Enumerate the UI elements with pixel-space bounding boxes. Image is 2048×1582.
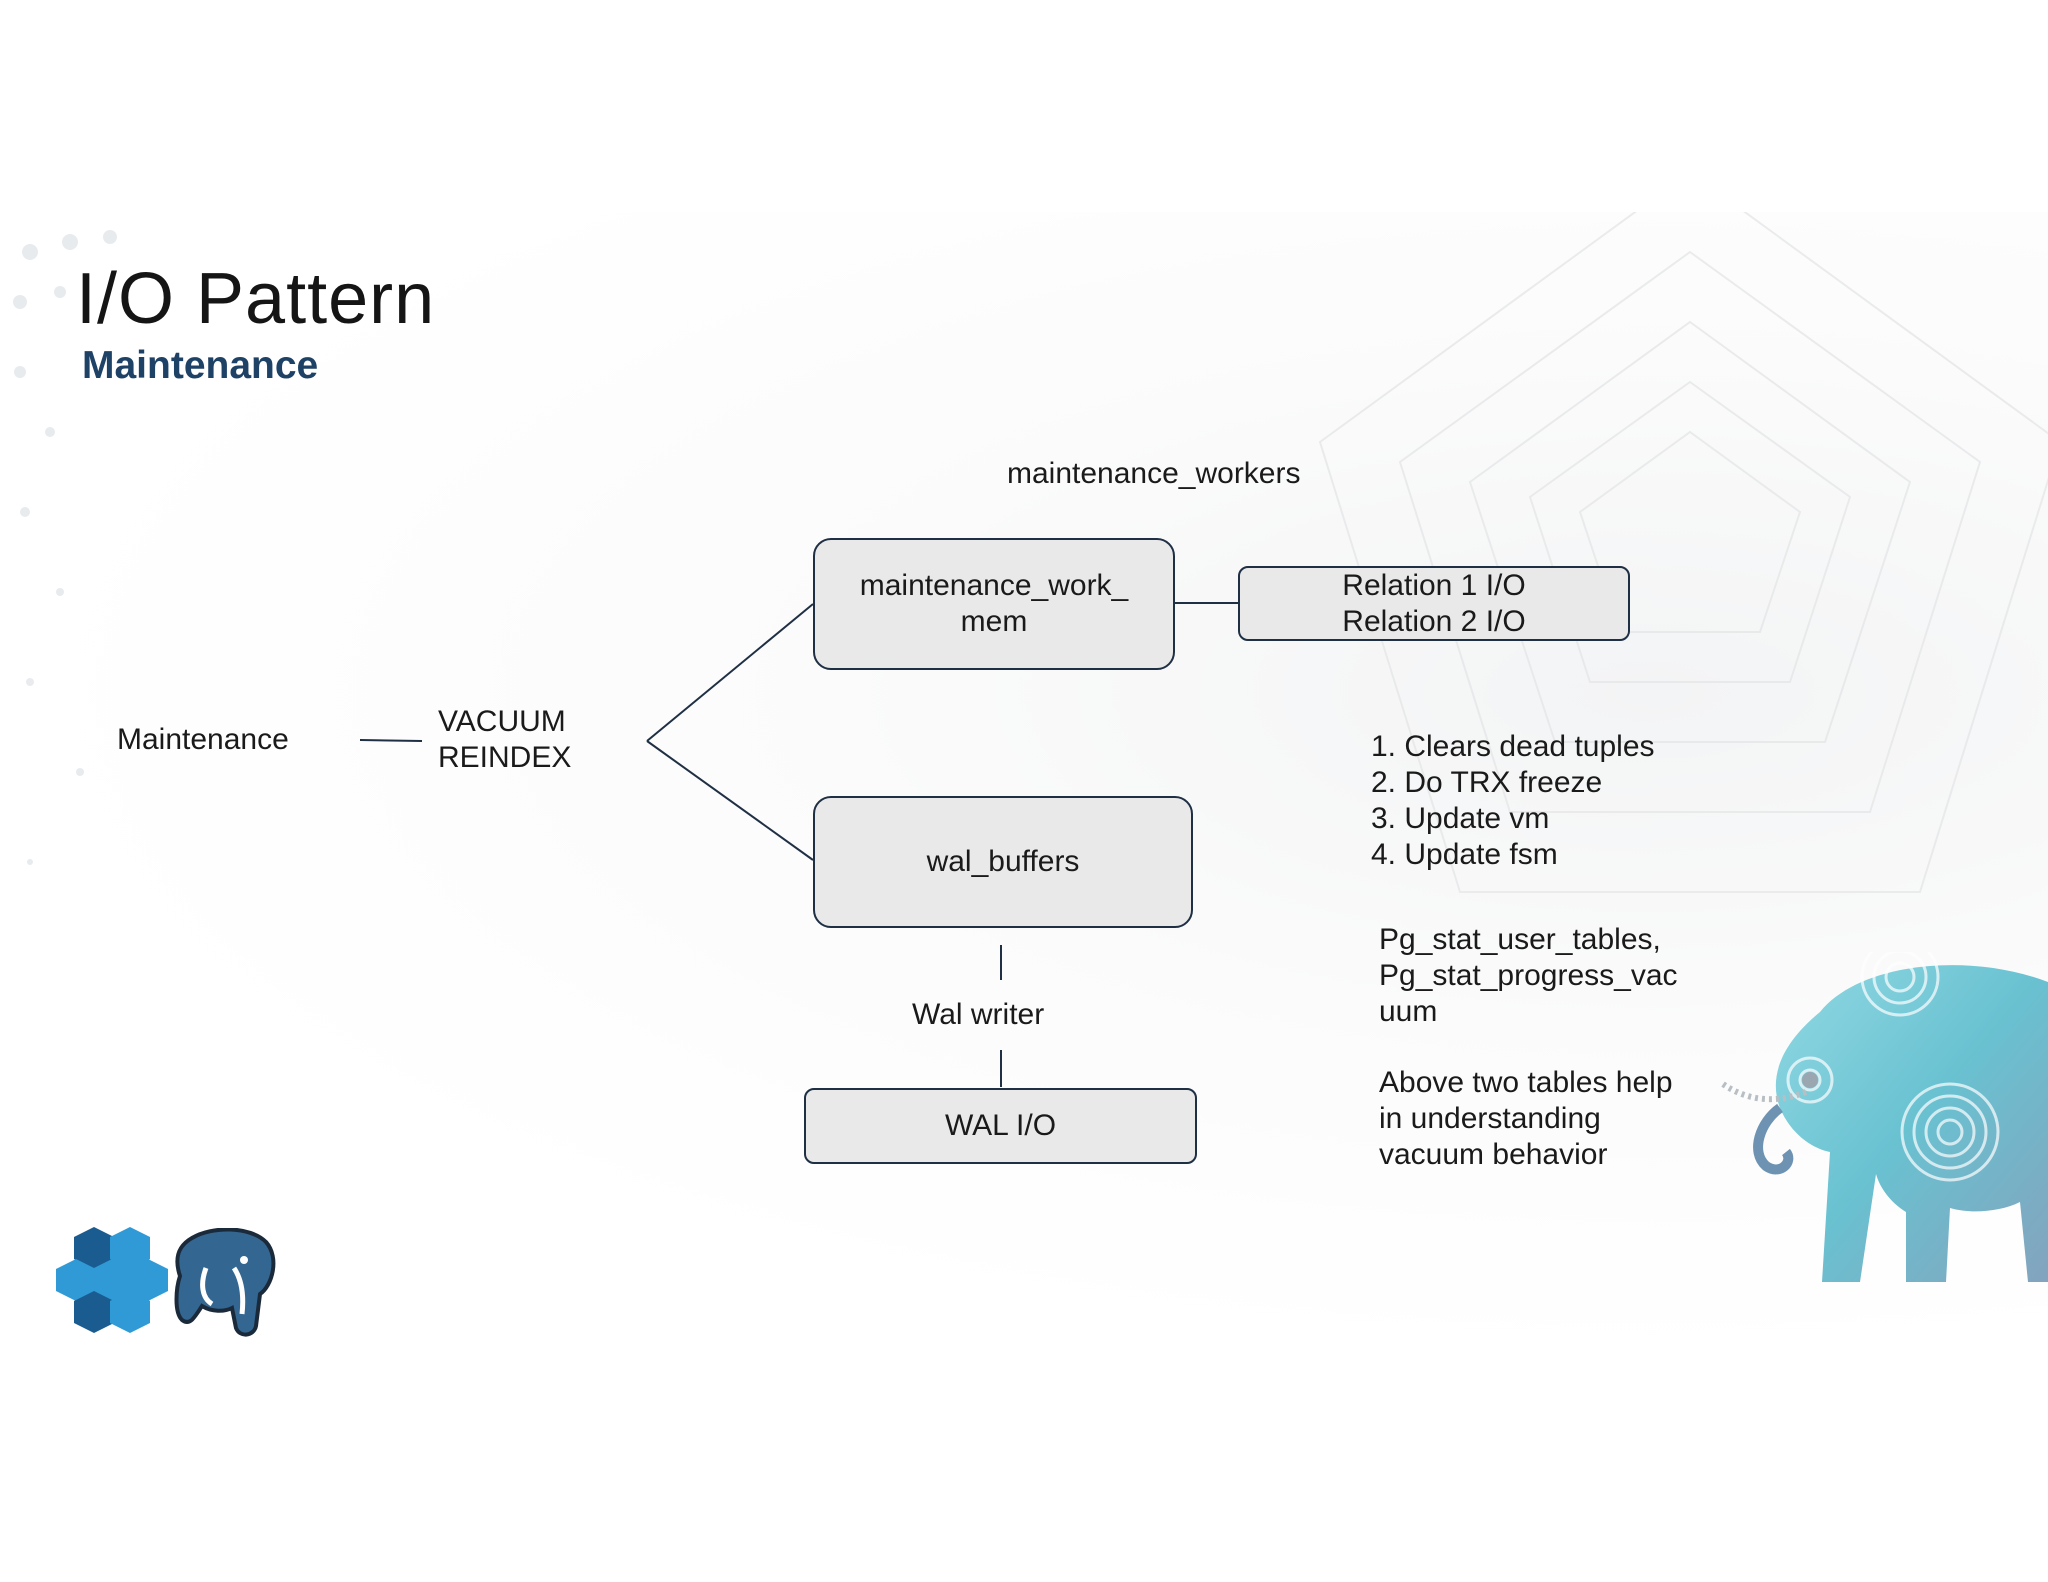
wal-io-label: WAL I/O [944, 1109, 1057, 1142]
slide: I/O Pattern Maintenance Maintenance VACU… [0, 212, 2048, 1364]
connector-fork-to-work-mem [646, 603, 814, 742]
relation-io-box: Relation 1 I/O Relation 2 I/O [1238, 566, 1630, 641]
step-item: 1. Clears dead tuples [1371, 730, 1655, 763]
wal-buffers-label: wal_buffers [926, 845, 1080, 878]
operations-label: VACUUM REINDEX [438, 704, 571, 776]
vacuum-steps-list: 1. Clears dead tuples 2. Do TRX freeze 3… [1371, 729, 1655, 873]
maintenance-label: Maintenance [117, 723, 289, 756]
step-item: 2. Do TRX freeze [1371, 766, 1603, 799]
work-mem-line-2: mem [960, 605, 1028, 638]
teal-elephant-art-icon [1718, 952, 2048, 1282]
help-line: vacuum behavior [1379, 1138, 1608, 1171]
stat-table-line: uum [1379, 995, 1438, 1028]
stat-table-line: Pg_stat_progress_vac [1379, 959, 1678, 992]
stat-tables-note: Pg_stat_user_tables, Pg_stat_progress_va… [1379, 922, 1678, 1030]
work-mem-line-1: maintenance_work_ [859, 569, 1129, 602]
work-mem-box: maintenance_work_ mem [813, 538, 1175, 670]
relation-2-io: Relation 2 I/O [1342, 604, 1526, 638]
connector-fork-to-wal-buffers [646, 740, 814, 861]
operation-reindex: REINDEX [438, 741, 572, 774]
step-item: 3. Update vm [1371, 802, 1550, 835]
postgresql-elephant-icon [174, 1228, 276, 1337]
help-line: Above two tables help [1379, 1066, 1673, 1099]
relation-1-io: Relation 1 I/O [1342, 568, 1526, 602]
wal-writer-label: Wal writer [912, 998, 1045, 1031]
page-title: I/O Pattern [76, 259, 436, 339]
stat-table-line: Pg_stat_user_tables, [1379, 923, 1661, 956]
step-item: 4. Update fsm [1371, 838, 1558, 871]
background-pattern [13, 212, 2048, 893]
wal-io-box: WAL I/O [804, 1088, 1197, 1164]
tables-help-note: Above two tables help in understanding v… [1379, 1065, 1673, 1173]
connector-maintenance-to-vacuum [359, 739, 423, 742]
help-line: in understanding [1379, 1102, 1601, 1135]
hexagon-logo-icon [56, 1227, 168, 1333]
workers-label: maintenance_workers [1007, 457, 1301, 490]
wal-buffers-box: wal_buffers [813, 796, 1193, 928]
diagram-connectors [359, 602, 1238, 1087]
operation-vacuum: VACUUM [438, 705, 566, 738]
page-subtitle: Maintenance [82, 344, 319, 387]
